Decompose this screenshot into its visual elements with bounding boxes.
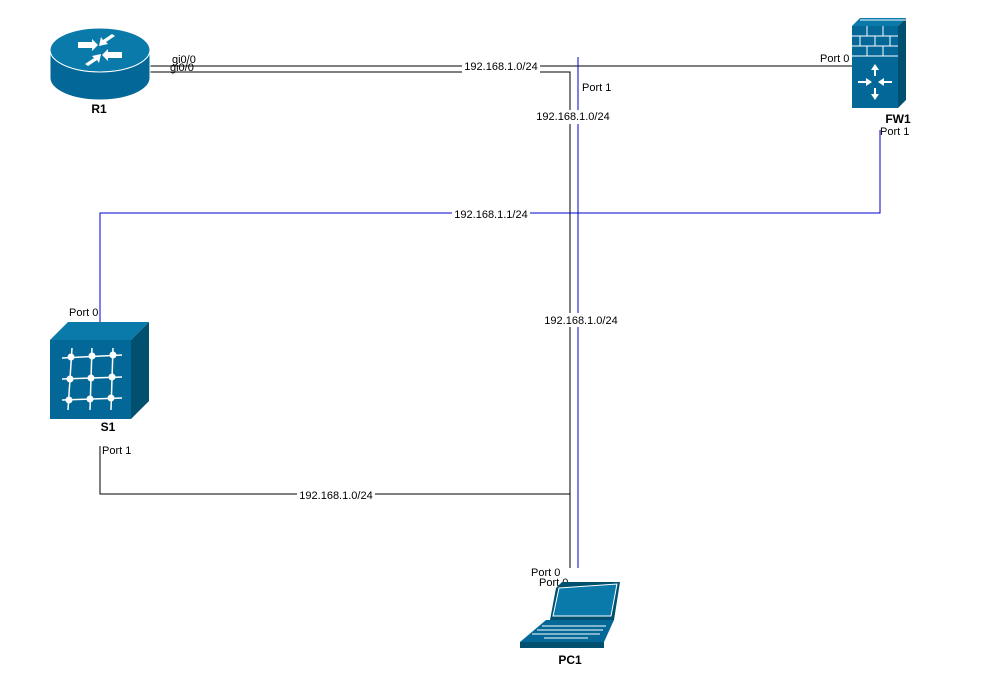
subnet-text: 192.168.1.0/24 — [299, 490, 372, 502]
device-r1[interactable]: R1 — [49, 27, 151, 116]
subnet-text: 192.168.1.0/24 — [544, 315, 617, 327]
port-label-r1-gi00-b: gi0/0 — [170, 62, 194, 74]
port-label-fw1-port0: Port 0 — [820, 53, 849, 65]
device-pc1[interactable]: PC1 — [520, 582, 620, 667]
device-s1[interactable]: S1 — [50, 322, 149, 434]
subnet-label-s1-pc1: 192.168.1.0/24 — [297, 488, 375, 502]
switch-icon[interactable] — [50, 322, 149, 419]
port-label-pc1-port0-a: Port 0 — [531, 567, 560, 579]
device-fw1[interactable]: FW1 — [852, 18, 911, 126]
subnet-label-r1-pc1: 192.168.1.0/24 — [534, 110, 612, 124]
link-s1-pc1[interactable] — [99, 446, 570, 495]
subnet-text: 192.168.1.0/24 — [536, 111, 609, 123]
router-icon[interactable] — [49, 27, 151, 101]
port-label-fw1-port1: Port 1 — [880, 126, 909, 138]
port-label-r1-gi00-a: gi0/0 — [172, 54, 196, 66]
port-label-s1-port1: Port 1 — [102, 445, 131, 457]
link-line[interactable] — [99, 446, 570, 495]
subnet-label-vertical-blue: 192.168.1.0/24 — [542, 313, 620, 327]
port-label-vertical-port1: Port 1 — [582, 82, 611, 94]
subnet-label-fw1-s1: 192.168.1.1/24 — [452, 207, 530, 221]
subnet-label-r1-fw1: 192.168.1.0/24 — [462, 59, 540, 73]
subnet-text: 192.168.1.0/24 — [464, 61, 537, 73]
link-line[interactable] — [150, 71, 571, 568]
laptop-icon[interactable] — [520, 582, 620, 648]
link-r1-pc1[interactable] — [150, 71, 571, 568]
link-line[interactable] — [99, 130, 881, 322]
subnet-text: 192.168.1.1/24 — [454, 209, 527, 221]
device-label-fw1: FW1 — [885, 112, 911, 126]
port-label-s1-port0: Port 0 — [69, 307, 98, 319]
device-label-pc1: PC1 — [558, 653, 582, 667]
link-fw1-s1[interactable] — [99, 130, 881, 322]
device-label-r1: R1 — [91, 102, 107, 116]
firewall-icon[interactable] — [852, 18, 906, 108]
device-label-s1: S1 — [101, 420, 116, 434]
